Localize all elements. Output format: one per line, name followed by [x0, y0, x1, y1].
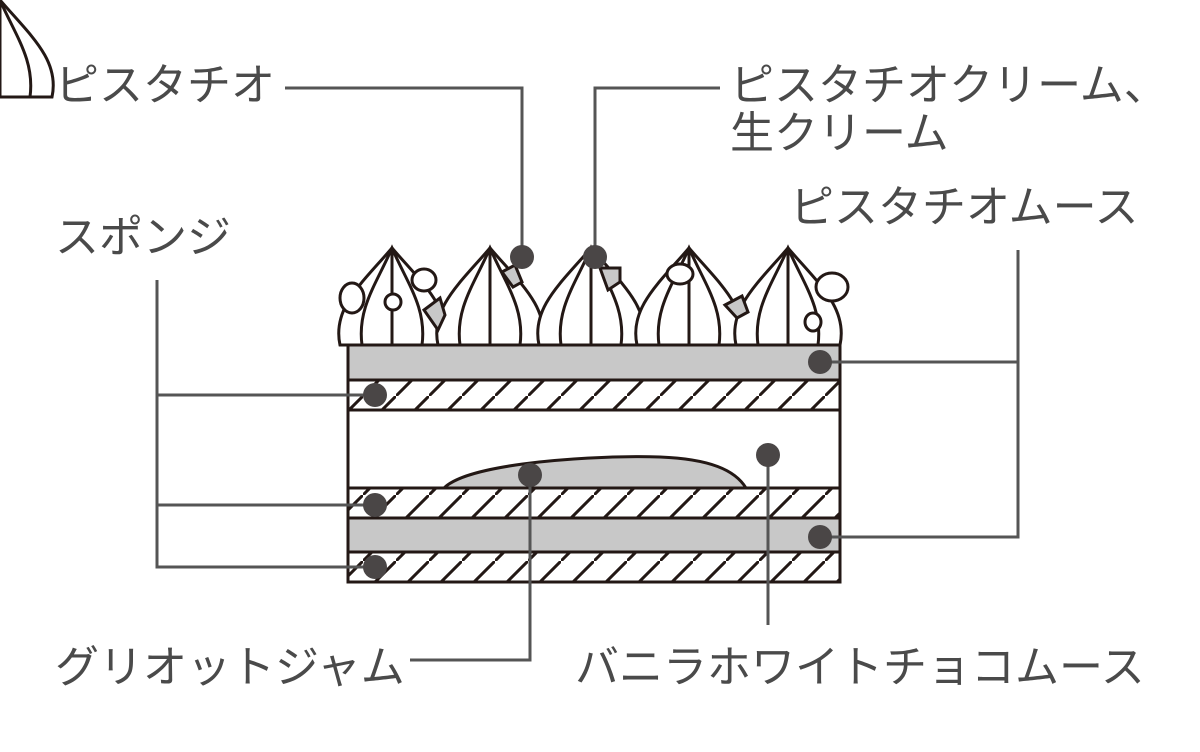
label-sponge: スポンジ	[55, 212, 231, 263]
cream-domes	[0, 0, 843, 347]
label-pistachio-mousse: ピスタチオムース	[790, 182, 1138, 233]
sponge-layer-middle	[346, 486, 842, 520]
leader-lines	[155, 86, 1020, 662]
label-pistachio-cream: ピスタチオクリーム、	[730, 60, 1168, 111]
pistachio-pieces	[338, 262, 850, 333]
marker-dots	[363, 245, 832, 579]
label-vanilla-white-choco-mousse: バニラホワイトチョコムース	[575, 642, 1145, 693]
sponge-layer-bottom	[346, 550, 842, 584]
label-fresh-cream: 生クリーム	[730, 108, 949, 159]
label-pistachio: ピスタチオ	[55, 60, 275, 111]
pistachio-mousse-layer-bottom	[346, 516, 842, 554]
pistachio-mousse-layer-top	[346, 343, 842, 382]
label-griotte-jam: グリオットジャム	[55, 642, 405, 693]
sponge-layer-top	[346, 378, 842, 412]
